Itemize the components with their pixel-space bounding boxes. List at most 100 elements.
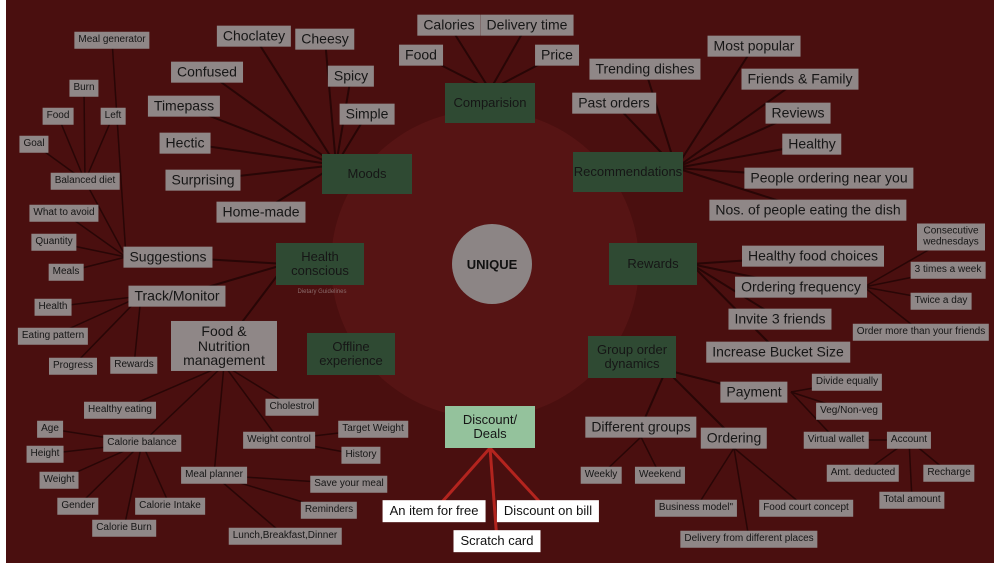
leaf-choclatey: Choclatey <box>216 25 292 47</box>
connector <box>665 369 735 439</box>
leaf-item-for-free: An item for free <box>382 500 486 522</box>
subnode-payment: Payment <box>720 381 788 403</box>
leaf-meals: Meals <box>48 263 84 281</box>
subnode-different-groups: Different groups <box>585 416 697 438</box>
leaf-target-weight: Target Weight <box>338 420 408 438</box>
subnode-account: Account <box>886 431 932 449</box>
leaf-virtual-wallet: Virtual wallet <box>803 431 869 449</box>
leaf-business-model: Business model" <box>654 499 738 517</box>
connector <box>84 115 114 182</box>
leaf-save-your-meal: Save your meal <box>310 475 388 493</box>
connector <box>675 45 755 169</box>
leaf-food: Food <box>399 44 443 66</box>
leaf-weekly: Weekly <box>580 466 622 484</box>
leaf-consecutive-wednesdays: Consecutive wednesdays <box>917 223 985 251</box>
connector <box>695 447 735 509</box>
leaf-age: Age <box>37 420 63 438</box>
branch-rewards: Rewards <box>609 243 697 285</box>
connector <box>675 78 801 169</box>
connector <box>72 295 142 367</box>
leaf-food-diet: Food <box>42 107 74 125</box>
leaf-history: History <box>341 446 381 464</box>
leaf-timepass: Timepass <box>147 95 221 117</box>
leaf-what-to-avoid: What to avoid <box>29 204 99 222</box>
connector <box>489 24 528 91</box>
leaf-eating-pattern: Eating pattern <box>17 327 89 345</box>
leaf-calorie-intake: Calorie Intake <box>135 497 205 515</box>
leaf-veg-nonveg: Veg/Non-veg <box>816 402 882 420</box>
connector <box>253 35 337 166</box>
subnode-meal-planner: Meal planner <box>181 466 247 484</box>
branch-health-conscious: Health conscious <box>276 243 364 285</box>
leaf-hectic: Hectic <box>159 132 211 154</box>
leaf-meal-generator: Meal generator <box>74 31 150 49</box>
connector <box>206 71 337 166</box>
leaf-trending-dishes: Trending dishes <box>589 58 701 80</box>
leaf-healthy-food-choices: Healthy food choices <box>742 245 884 267</box>
connector <box>488 447 499 542</box>
connector <box>57 115 86 182</box>
subnode-food-nutrition: Food & Nutrition management <box>171 320 277 372</box>
leaf-health: Health <box>34 298 72 316</box>
leaf-healthy-eating: Healthy eating <box>84 401 156 419</box>
leaf-calorie-burn: Calorie Burn <box>92 519 156 537</box>
leaf-progress: Progress <box>48 357 98 375</box>
branch-comparision: Comparision <box>445 83 535 123</box>
leaf-surprising: Surprising <box>165 169 241 191</box>
mindmap-canvas: UNIQUE Comparision Moods Recommendations… <box>6 0 994 563</box>
leaf-delivery-different-places: Delivery from different places <box>680 530 818 548</box>
subnode-ordering-frequency: Ordering frequency <box>735 276 867 298</box>
leaf-most-popular: Most popular <box>707 35 801 57</box>
branch-discount-label: Discount/ Deals <box>462 412 518 441</box>
leaf-cholestrol: Cholestrol <box>265 398 319 416</box>
leaf-calories: Calories <box>417 14 481 36</box>
connector <box>111 39 127 258</box>
leaf-reviews: Reviews <box>765 102 831 124</box>
leaf-spicy: Spicy <box>327 65 375 87</box>
leaf-food-court-concept: Food court concept <box>759 499 853 517</box>
leaf-twice-a-day: Twice a day <box>910 292 972 310</box>
leaf-burn: Burn <box>69 79 99 97</box>
branch-group-order: Group order dynamics <box>588 336 676 378</box>
connector <box>213 474 286 537</box>
subnode-calorie-balance: Calorie balance <box>103 434 181 452</box>
leaf-reminders: Reminders <box>300 501 358 519</box>
leaf-simple: Simple <box>339 103 395 125</box>
leaf-people-near-you: People ordering near you <box>744 167 914 189</box>
leaf-rewards-track: Rewards <box>110 356 158 374</box>
leaf-healthy: Healthy <box>782 133 842 155</box>
dietary-guidelines-note: Dietary Guidelines <box>297 289 347 295</box>
leaf-amt-deducted: Amt. deducted <box>826 464 900 482</box>
branch-offline-label: Offline experience <box>319 339 383 368</box>
connector <box>644 68 677 169</box>
connector <box>324 38 337 166</box>
subnode-ordering: Ordering <box>700 427 768 449</box>
subnode-track-monitor: Track/Monitor <box>128 285 226 307</box>
leaf-price: Price <box>535 44 579 66</box>
connector <box>908 439 913 501</box>
leaf-weight: Weight <box>39 471 79 489</box>
connector <box>141 364 225 444</box>
center-node: UNIQUE <box>452 224 532 304</box>
connector <box>133 295 142 366</box>
connector <box>690 263 779 353</box>
leaf-goal: Goal <box>19 135 49 153</box>
leaf-3-times-week: 3 times a week <box>910 261 986 279</box>
leaf-friends-family: Friends & Family <box>741 68 859 90</box>
leaf-increase-bucket: Increase Bucket Size <box>706 341 850 363</box>
branch-discount-deals: Discount/ Deals <box>445 406 535 448</box>
branch-health-label: Health conscious <box>291 249 349 278</box>
branch-recommendations: Recommendations <box>573 152 683 192</box>
leaf-quantity: Quantity <box>31 233 77 251</box>
leaf-nos-people-eating: Nos. of people eating the dish <box>709 199 907 221</box>
branch-moods: Moods <box>322 154 412 194</box>
subnode-balanced-diet: Balanced diet <box>50 172 120 190</box>
leaf-delivery-time: Delivery time <box>480 14 574 36</box>
leaf-divide-equally: Divide equally <box>811 373 883 391</box>
connector <box>84 180 127 258</box>
leaf-discount-on-bill: Discount on bill <box>496 500 600 522</box>
connector <box>77 442 143 507</box>
connector <box>83 87 86 182</box>
leaf-past-orders: Past orders <box>572 92 656 114</box>
leaf-order-more-than-friends: Order more than your friends <box>852 323 990 341</box>
